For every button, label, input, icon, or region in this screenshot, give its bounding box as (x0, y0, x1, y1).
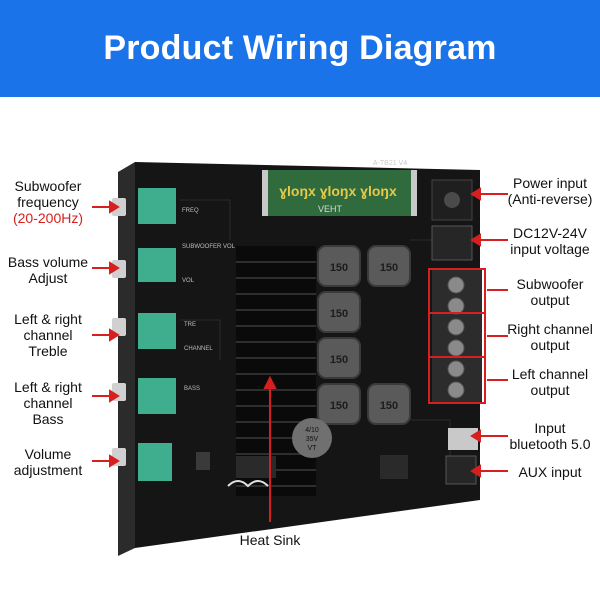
inductor-code: 150 (380, 400, 398, 412)
power-terminal (431, 225, 473, 261)
inductor-code: 150 (330, 308, 348, 320)
label-line: AUX input (518, 464, 582, 480)
inductor-code: 150 (330, 354, 348, 366)
silk-label: VOL (182, 278, 195, 284)
label-line: Input (534, 420, 566, 436)
inductors (317, 245, 411, 425)
chip (196, 452, 210, 470)
label-line: bluetooth 5.0 (509, 436, 591, 452)
regulator (380, 455, 408, 479)
label-line: Right channel (507, 321, 593, 337)
label-line: Subwoofer (516, 276, 584, 292)
small-cap-mark: VT (308, 445, 318, 452)
label-right-channel-output: Right channel output (500, 321, 600, 353)
label-line: Treble (28, 343, 68, 359)
silk-label: BASS (184, 386, 200, 392)
heat-sink (236, 246, 316, 496)
title-banner: Product Wiring Diagram (0, 0, 600, 97)
logo-mark (227, 480, 269, 488)
silk-label: TRE (184, 322, 196, 328)
label-line: output (530, 337, 570, 353)
label-aux-input: AUX input (500, 464, 600, 480)
small-cap-mark: 35V (306, 436, 319, 443)
label-line: Volume (24, 446, 72, 462)
silk-label: FREQ (182, 208, 199, 214)
label-bass: Left & right channel Bass (0, 379, 96, 427)
silk-label: SUBWOOFER VOL (182, 244, 236, 250)
terminal-blocks (432, 270, 482, 402)
aux-jack (445, 455, 477, 485)
left-channel-output-box (428, 356, 486, 404)
label-bluetooth-input: Input bluetooth 5.0 (500, 420, 600, 452)
page-title: Product Wiring Diagram (103, 29, 497, 67)
bluetooth-module (448, 428, 478, 450)
label-line: Left & right (14, 311, 82, 327)
inductor-code: 150 (330, 400, 348, 412)
label-line: Left channel (511, 366, 589, 382)
capacitor (262, 170, 417, 216)
small-cap-mark: 4/10 (305, 427, 319, 434)
label-line: (Anti-reverse) (507, 191, 593, 207)
heat-sink-leader (263, 375, 277, 522)
label-volume: Volume adjustment (0, 446, 96, 478)
label-treble: Left & right channel Treble (0, 311, 96, 359)
silk-label: CHANNEL (184, 346, 213, 352)
label-subwoofer-output: Subwoofer output (500, 276, 600, 308)
label-line: output (530, 382, 570, 398)
label-line: channel (23, 395, 73, 411)
side-bracket (118, 162, 135, 556)
label-line: adjustment (13, 462, 83, 478)
label-line: Power input (513, 175, 587, 191)
right-leaders (470, 187, 508, 478)
model-mark: A-TB21 V4 (373, 160, 407, 167)
label-line: Bass (32, 411, 64, 427)
label-power-input: Power input (Anti-reverse) (500, 175, 600, 207)
label-heat-sink: Heat Sink (239, 532, 301, 548)
label-note: (20-200Hz) (12, 210, 84, 226)
label-line: Adjust (28, 270, 68, 286)
label-line: Subwoofer (14, 178, 82, 194)
small-capacitor (292, 418, 332, 458)
capacitor-brand: ɣloŋx ɣloŋx ɣloŋx (279, 183, 397, 199)
label-line: channel (23, 327, 73, 343)
label-line: frequency (17, 194, 79, 210)
subwoofer-output-box (428, 268, 486, 314)
label-subwoofer-frequency: Subwoofer frequency (20-200Hz) (0, 178, 96, 226)
inductor-code: 150 (380, 262, 398, 274)
chip (236, 456, 276, 478)
capacitor-sub: VEHT (318, 204, 343, 214)
label-line: output (530, 292, 570, 308)
left-leaders (92, 200, 120, 468)
label-bass-volume: Bass volume Adjust (0, 254, 96, 286)
inductor-code: 150 (330, 262, 348, 274)
label-left-channel-output: Left channel output (500, 366, 600, 398)
label-line: Bass volume (7, 254, 89, 270)
right-channel-output-box (428, 312, 486, 358)
label-line: input voltage (510, 241, 590, 257)
dc-jack (431, 179, 473, 221)
label-line: Left & right (14, 379, 82, 395)
potentiometers (138, 188, 176, 481)
label-line: DC12V-24V (513, 225, 587, 241)
label-input-voltage: DC12V-24V input voltage (500, 225, 600, 257)
